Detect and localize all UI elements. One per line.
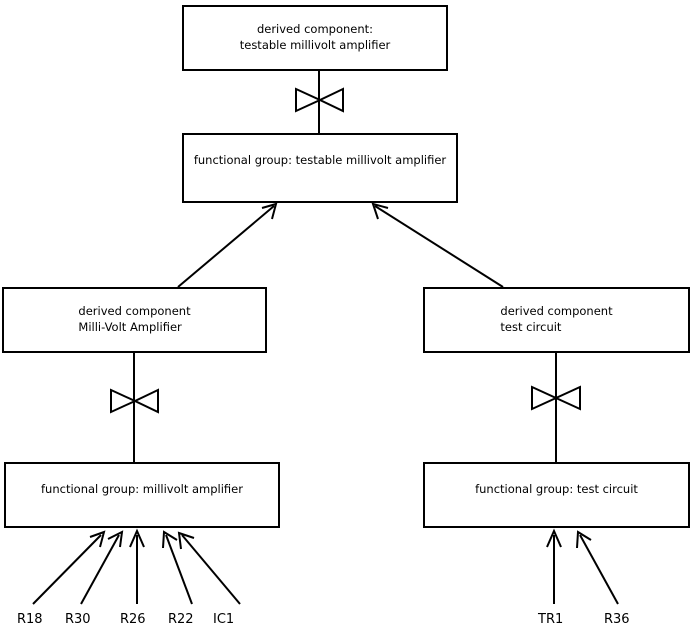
leaf-label-r26: R26 (120, 612, 146, 627)
node-top-derived-component-label: derived component: testable millivolt am… (239, 22, 391, 52)
node-left-functional-group-label: functional group: millivolt amplifier (41, 482, 243, 497)
leaf-arrow-r22 (162, 530, 193, 605)
leaf-arrow-r26 (129, 528, 145, 604)
leaf-arrow-r18 (32, 530, 106, 605)
bowtie-connector-right (531, 385, 581, 411)
link-left-derived-to-top-functional-group (177, 202, 278, 288)
leaf-label-r18: R18 (17, 612, 43, 627)
node-left-derived-component-label: derived component Milli-Volt Amplifier (78, 304, 191, 334)
leaf-arrow-tr1 (546, 528, 562, 604)
node-right-functional-group-label: functional group: test circuit (475, 482, 638, 497)
leaf-arrow-r30 (80, 530, 124, 605)
node-top-functional-group[interactable]: functional group: testable millivolt amp… (182, 133, 458, 203)
node-right-functional-group[interactable]: functional group: test circuit (423, 462, 690, 528)
node-right-derived-component[interactable]: derived component test circuit (423, 287, 690, 353)
leaf-arrow-r36 (576, 530, 619, 605)
node-top-functional-group-label: functional group: testable millivolt amp… (193, 153, 447, 168)
bowtie-connector-left (110, 388, 159, 414)
node-left-functional-group[interactable]: functional group: millivolt amplifier (4, 462, 280, 528)
leaf-label-ic1: IC1 (213, 612, 235, 627)
link-right-derived-to-top-functional-group (371, 202, 504, 288)
node-right-derived-component-label: derived component test circuit (500, 304, 613, 334)
node-top-derived-component[interactable]: derived component: testable millivolt am… (182, 5, 448, 71)
node-left-derived-component[interactable]: derived component Milli-Volt Amplifier (2, 287, 267, 353)
leaf-label-r22: R22 (168, 612, 194, 627)
leaf-label-tr1: TR1 (538, 612, 564, 627)
leaf-label-r30: R30 (65, 612, 91, 627)
leaf-arrow-ic1 (177, 531, 241, 605)
bowtie-connector-top (295, 87, 344, 113)
leaf-label-r36: R36 (604, 612, 630, 627)
